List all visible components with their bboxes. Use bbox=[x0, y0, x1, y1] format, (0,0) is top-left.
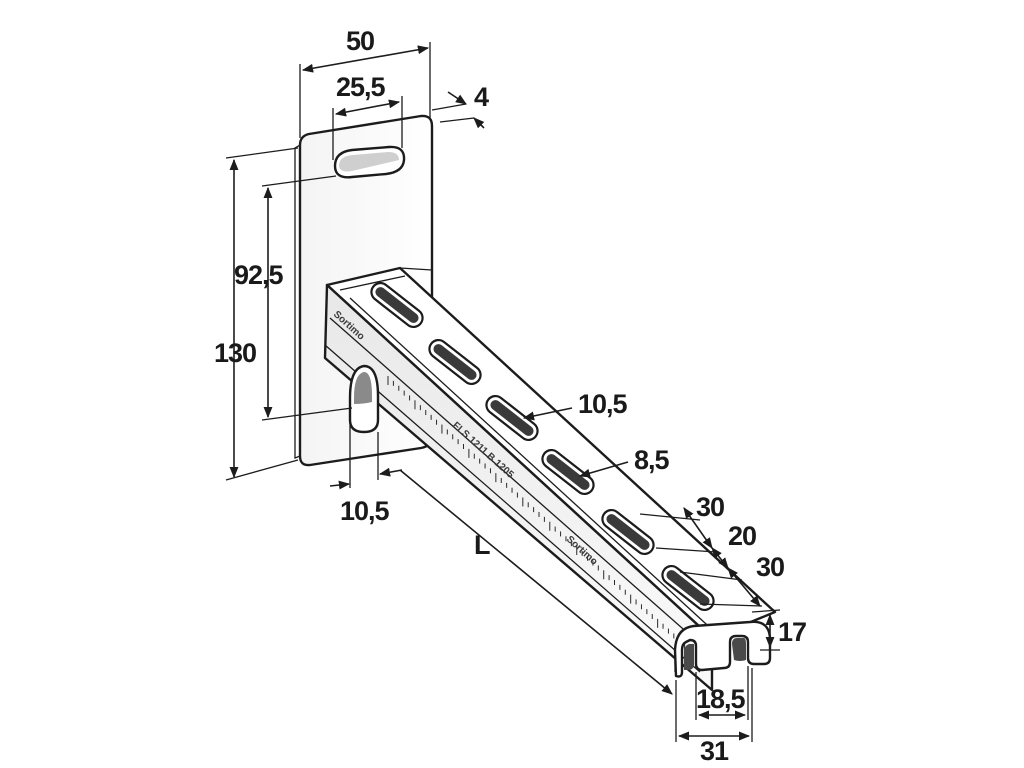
label-profile-height: 17 bbox=[778, 617, 806, 647]
top-slot bbox=[601, 508, 655, 556]
label-plate-height: 130 bbox=[214, 338, 256, 368]
top-slot bbox=[661, 564, 715, 612]
dimension-lines bbox=[225, 42, 781, 742]
top-slot bbox=[485, 394, 539, 442]
top-slot bbox=[370, 281, 424, 329]
top-slots bbox=[370, 281, 715, 612]
channel-end-profile bbox=[673, 620, 772, 678]
top-slot bbox=[541, 448, 595, 496]
label-plate-width: 50 bbox=[346, 26, 374, 56]
plate-upper-slot bbox=[333, 145, 406, 179]
side-slot bbox=[348, 364, 380, 434]
label-slot-width: 25,5 bbox=[336, 72, 386, 102]
channel-arm: Sortimo FLS 1211 B 1205 Sortimo bbox=[323, 266, 777, 692]
label-profile-width: 31 bbox=[700, 736, 729, 766]
label-thickness: 4 bbox=[474, 82, 489, 112]
scale-ticks bbox=[387, 376, 691, 653]
label-profile-opening: 18,5 bbox=[696, 684, 746, 714]
label-top-slot-width: 10,5 bbox=[578, 389, 628, 419]
label-top-slot-small: 8,5 bbox=[634, 445, 670, 475]
dimension-labels: 50 25,5 4 92,5 130 10,5 10,5 8,5 L 30 20… bbox=[214, 26, 807, 766]
label-slot-length-b: 30 bbox=[756, 552, 784, 582]
label-slot-spacing: 92,5 bbox=[234, 260, 284, 290]
label-slot-length-a: 30 bbox=[696, 492, 724, 522]
label-length: L bbox=[474, 530, 490, 560]
top-slot bbox=[428, 338, 482, 386]
label-side-slot-width: 10,5 bbox=[340, 496, 390, 526]
label-slot-gap: 20 bbox=[728, 521, 756, 551]
